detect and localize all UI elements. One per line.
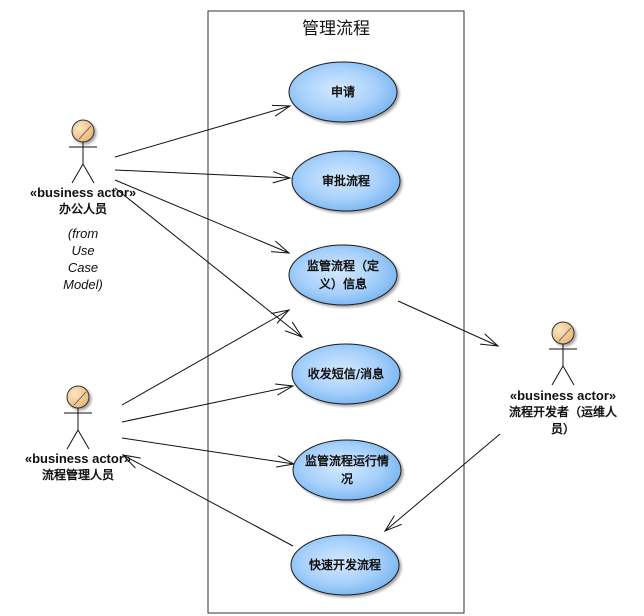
association-line[interactable] [114, 179, 290, 254]
actor-stick-figure-icon[interactable] [69, 119, 97, 184]
association-line[interactable] [114, 187, 303, 338]
association-a1-uc2[interactable] [114, 169, 292, 184]
use-case-uc4[interactable]: 收发短信/消息 [291, 343, 401, 405]
arrowhead [272, 171, 292, 184]
actor-leg-right [82, 163, 95, 184]
use-case-ellipse[interactable] [290, 534, 400, 596]
association-a1-uc4[interactable] [114, 187, 304, 338]
association-line[interactable] [114, 105, 291, 158]
association-uc6-a2[interactable] [121, 454, 294, 547]
association-a2-uc3[interactable] [121, 309, 291, 406]
actor-head [551, 321, 575, 345]
actor-leg-right [562, 365, 575, 386]
arrowhead [271, 104, 292, 117]
actor-stereotype: «business actor» [30, 185, 136, 200]
actor-stick-figure-icon[interactable] [64, 385, 92, 450]
actor-origin-note: Case [68, 260, 98, 275]
actor-origin-note: Model) [63, 277, 103, 292]
use-case-ellipse[interactable] [288, 61, 398, 123]
actor-name: 流程管理人员 [42, 467, 114, 482]
actor-name: 流程开发者（运维人 [509, 404, 618, 419]
actor-a2[interactable]: «business actor»流程管理人员 [25, 385, 131, 482]
association-line[interactable] [121, 437, 295, 465]
actor-head-sheen [78, 125, 92, 140]
use-case-ellipse[interactable] [292, 439, 402, 501]
boundary-title: 管理流程 [302, 19, 370, 39]
association-line[interactable] [397, 300, 499, 347]
actor-stereotype: «business actor» [25, 451, 131, 466]
actor-leg-left [551, 365, 564, 386]
association-line[interactable] [114, 169, 291, 179]
association-line[interactable] [121, 385, 294, 423]
association-a1-uc3[interactable] [114, 179, 291, 254]
actor-head [71, 119, 95, 143]
use-case-uc2[interactable]: 审批流程 [291, 150, 401, 212]
actor-stereotype: «business actor» [510, 388, 616, 403]
arrowhead [284, 321, 304, 338]
association-a3-uc6[interactable] [383, 433, 501, 533]
use-case-uc3[interactable]: 监管流程（定义）信息 [288, 244, 398, 306]
use-case-label: 快速开发流程 [309, 557, 381, 572]
use-case-uc1[interactable]: 申请 [288, 61, 398, 123]
actors: «business actor»办公人员(fromUseCaseModel)«b… [25, 119, 618, 482]
association-a2-uc4[interactable] [121, 383, 295, 423]
use-case-ellipse[interactable] [291, 150, 401, 212]
use-case-label: 申请 [331, 84, 355, 99]
actor-name: 员） [551, 421, 575, 436]
use-case-ellipse[interactable] [291, 343, 401, 405]
use-case-ellipse[interactable] [288, 244, 398, 306]
use-case-label: 收发短信/消息 [308, 366, 384, 381]
association-line[interactable] [121, 309, 290, 406]
arrowhead [275, 383, 295, 396]
actor-leg-right [77, 429, 90, 450]
association-uc3-a3[interactable] [397, 300, 500, 347]
arrowhead [121, 454, 141, 469]
association-line[interactable] [384, 433, 501, 532]
actor-name: 办公人员 [59, 201, 107, 216]
actor-leg-left [71, 163, 84, 184]
use-case-label: 义）信息 [318, 276, 367, 291]
arrowhead [383, 515, 402, 533]
use-case-label: 监管流程（定 [307, 258, 379, 273]
actor-origin-note: (from [68, 226, 99, 241]
actor-stick-figure-icon[interactable] [549, 321, 577, 386]
associations [114, 104, 501, 547]
use-case-label: 监管流程运行情 [305, 453, 389, 468]
arrowhead [480, 333, 500, 347]
arrowhead [271, 309, 291, 324]
actor-head-sheen [558, 327, 572, 342]
use-case-uc6[interactable]: 快速开发流程 [290, 534, 400, 596]
actor-head-sheen [73, 391, 87, 406]
actor-leg-left [66, 429, 79, 450]
use-case-label: 况 [341, 472, 353, 486]
association-a1-uc1[interactable] [114, 104, 292, 158]
actor-origin-note: Use [71, 243, 94, 258]
actor-head [66, 385, 90, 409]
use-case-label: 审批流程 [322, 173, 370, 188]
arrowhead [271, 240, 291, 254]
association-line[interactable] [122, 454, 294, 547]
